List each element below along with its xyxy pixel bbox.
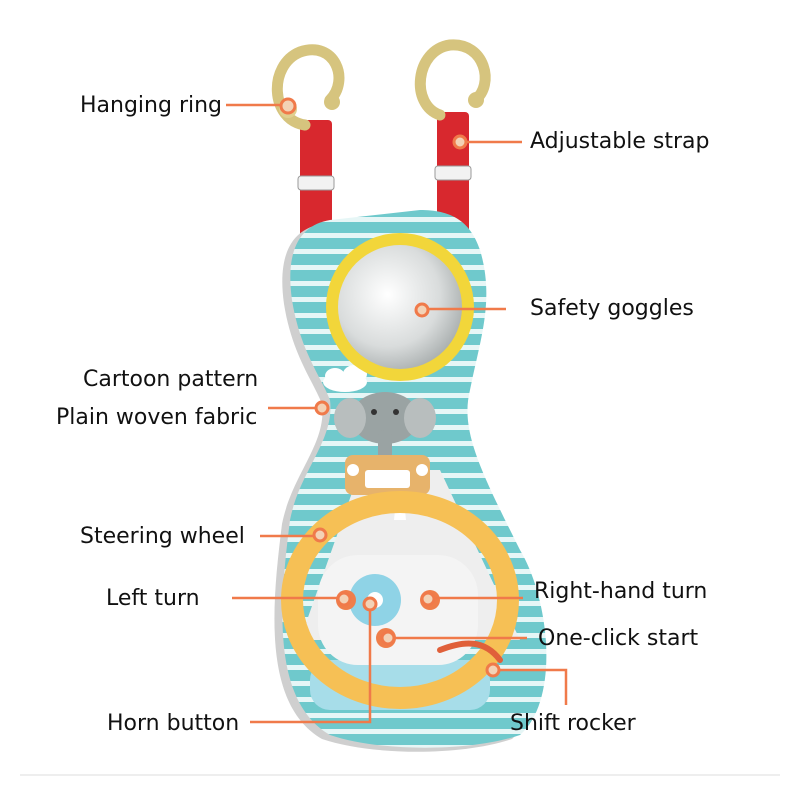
leader-lines	[226, 103, 568, 724]
label-horn-button: Horn button	[107, 711, 240, 736]
elephant-in-car-cartoon	[334, 392, 436, 495]
callout-dots	[279, 97, 501, 678]
label-left-turn: Left turn	[106, 586, 200, 611]
safety-mirror	[326, 233, 474, 381]
leader-shift-rocker	[493, 668, 568, 705]
label-safety-goggles: Safety goggles	[530, 296, 694, 321]
label-right-hand-turn: Right-hand turn	[534, 579, 708, 604]
label-steering-wheel: Steering wheel	[80, 524, 245, 549]
label-shift-rocker: Shift rocker	[510, 711, 636, 736]
right-hanging-ring	[414, 39, 491, 121]
label-adjustable-strap: Adjustable strap	[530, 129, 710, 154]
label-one-click-start: One-click start	[538, 626, 699, 651]
label-plain-woven-fabric: Plain woven fabric	[56, 405, 258, 430]
label-cartoon-pattern: Cartoon pattern	[83, 367, 259, 392]
label-hanging-ring: Hanging ring	[80, 93, 223, 118]
cloud	[323, 365, 367, 392]
steering-wheel-toy	[281, 491, 519, 710]
leader-horn-button	[250, 604, 372, 724]
